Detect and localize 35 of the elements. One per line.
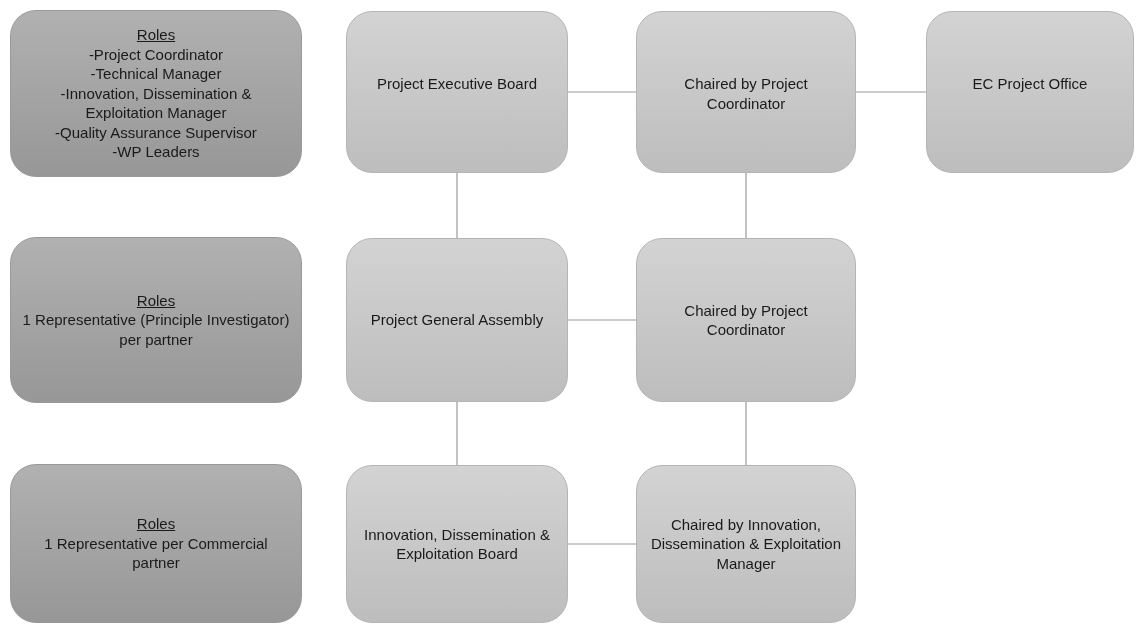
connector-line — [456, 172, 458, 239]
box-label: Chaired by Innovation, Dissemination & Exploitation Manager — [649, 514, 843, 574]
roles-text: 1 Representative per Commercial partner — [43, 533, 269, 573]
box-label: Chaired by Project Coordinator — [683, 74, 809, 113]
process-box — [636, 11, 856, 173]
roles-text: -Technical Manager — [90, 64, 222, 84]
connector-line — [567, 543, 637, 545]
process-box — [636, 238, 856, 402]
box-label: EC Project Office — [972, 74, 1088, 94]
box-label: Innovation, Dissemination & Exploitation Board — [363, 524, 551, 564]
roles-heading: Roles — [136, 25, 176, 45]
roles-text: -Project Coordinator — [88, 44, 224, 65]
connector-line — [745, 172, 747, 239]
box-label: Project General Assembly — [370, 310, 544, 330]
box-label: Chaired by Project Coordinator — [683, 300, 809, 340]
process-box — [346, 465, 568, 623]
process-box — [636, 465, 856, 623]
roles-box — [10, 237, 302, 403]
roles-text: 1 Representative (Principle Investigator) per partner — [21, 310, 291, 350]
roles-heading: Roles — [136, 514, 176, 534]
roles-text: -WP Leaders — [112, 142, 200, 162]
connector-line — [567, 319, 637, 321]
roles-box — [10, 464, 302, 623]
connector-line — [567, 91, 637, 93]
roles-text: -Quality Assurance Supervisor — [55, 122, 257, 143]
roles-heading: Roles — [136, 290, 176, 311]
process-box — [346, 11, 568, 173]
connector-line — [745, 401, 747, 466]
box-label: Project Executive Board — [376, 74, 538, 94]
connector-line — [855, 91, 927, 93]
roles-box — [10, 10, 302, 177]
process-box — [346, 238, 568, 402]
process-box — [926, 11, 1134, 173]
connector-line — [456, 401, 458, 466]
roles-text: -Innovation, Dissemination & Exploitation Manager — [59, 83, 253, 123]
